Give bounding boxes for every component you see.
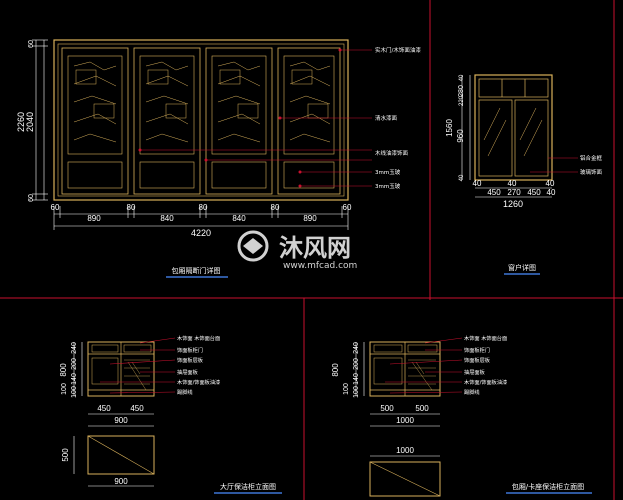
cabinet-callout: 踢脚线	[177, 388, 193, 396]
cabinet-dim: 450	[97, 404, 111, 413]
cabinet-callout: 木饰面 木饰面台面	[177, 334, 220, 342]
watermark-logo-icon	[237, 230, 269, 262]
cabinet-dim: 240	[353, 342, 360, 354]
cabinet-callout: 木饰面/饰面板油漆	[177, 378, 220, 386]
cabinet-dim: 1000	[396, 416, 414, 425]
door-dim-seg: 890	[303, 214, 317, 223]
cabinet-dim: 240	[71, 342, 78, 354]
window-elevation: 1560 960 280 40 220 40 40 40 40 450 270 …	[445, 74, 603, 275]
cabinet-plan-depth-dim: 500	[61, 448, 70, 462]
cabinet-dim: 100	[61, 383, 68, 395]
door-dim-seg: 840	[160, 214, 174, 223]
door-dim-seg: 60	[51, 203, 60, 212]
window-dim: 40	[459, 74, 465, 81]
cabinet-dim: 100	[353, 386, 360, 398]
door-outer-frame	[53, 39, 349, 201]
cabinet-dim: 100	[343, 383, 350, 395]
window-title: 窗户详图	[508, 263, 536, 272]
partition-door-elevation: 2260 2040 60 60 60 890 80 840 80 840 80 …	[16, 39, 421, 278]
cabinet-dim: 500	[415, 404, 429, 413]
cabinet-callout: 木饰面/饰面板油漆	[464, 378, 507, 386]
window-dim: 280	[458, 85, 465, 97]
hall-cabinet-elevation: 800 200 240 140 100 100 450 450 900 500 …	[59, 334, 282, 494]
door-dim-seg: 80	[271, 203, 280, 212]
door-callout-leaders	[140, 49, 372, 187]
window-dim: 40	[508, 179, 517, 188]
door-callout: 清水漆面	[375, 114, 398, 122]
door-overall-width-dim: 4220	[191, 228, 211, 238]
door-callout: 3mm玉玻	[375, 182, 401, 190]
hall-cabinet-plan	[87, 435, 155, 475]
door-top-rail-dim: 60	[28, 40, 35, 48]
door-leaf	[277, 47, 341, 195]
cabinet-callout: 抽屉面板	[177, 368, 199, 376]
cabinet-dim: 100	[71, 386, 78, 398]
window-dim: 450	[527, 188, 541, 197]
cabinet-dim: 140	[71, 373, 78, 385]
door-height-dim: 2260	[16, 112, 26, 132]
window-dim: 960	[456, 129, 465, 143]
cabinet-callout: 木饰面 木饰面台面	[464, 334, 507, 342]
window-overall-width-dim: 1260	[503, 199, 523, 209]
window-dim: 220	[459, 95, 465, 106]
cabinet-callout: 抽屉面板	[464, 368, 486, 376]
window-callout: 铝合金框	[580, 154, 603, 162]
door-dim-seg: 60	[343, 203, 352, 212]
window-dim: 1560	[445, 119, 454, 137]
door-inner-height-dim: 2040	[25, 112, 35, 132]
window-dim: 40	[459, 174, 465, 181]
door-dim-seg: 840	[232, 214, 246, 223]
window-dim: 40	[546, 179, 555, 188]
window-dim: 270	[507, 188, 521, 197]
door-callout: 实木门/木饰面油漆	[375, 46, 421, 54]
cabinet-dim: 500	[380, 404, 394, 413]
watermark: 沐风网 www.mfcad.com	[237, 230, 357, 271]
door-dim-seg: 890	[87, 214, 101, 223]
room-cabinet-title: 包厢/卡座保洁柜立面图	[512, 482, 584, 491]
room-cabinet-elevation: 800 200 240 140 100 100 500 500 1000 100…	[331, 334, 592, 497]
partition-door-title: 包厢隔断门详图	[172, 266, 221, 275]
window-dim: 450	[487, 188, 501, 197]
cabinet-dim: 800	[59, 363, 68, 377]
cabinet-dim: 800	[331, 363, 340, 377]
cabinet-dim: 450	[130, 404, 144, 413]
door-dim-seg: 80	[199, 203, 208, 212]
door-leaf	[61, 47, 129, 195]
door-bottom-rail-dim: 60	[28, 194, 35, 202]
door-leaf	[205, 47, 273, 195]
watermark-brand: 沐风网	[279, 234, 351, 262]
cabinet-callout: 饰面板柜门	[177, 346, 203, 354]
window-dim: 40	[473, 179, 482, 188]
cabinet-plan-width-dim: 900	[114, 477, 128, 486]
cabinet-plan-width-dim: 1000	[396, 446, 414, 455]
window-dim: 40	[547, 188, 556, 197]
cabinet-callout: 饰面板层板	[177, 356, 204, 364]
cabinet-dim: 900	[114, 416, 128, 425]
cabinet-dim: 200	[71, 358, 78, 370]
cabinet-dim: 140	[353, 373, 360, 385]
door-dim-seg: 80	[127, 203, 136, 212]
cabinet-callout: 踢脚线	[464, 388, 480, 396]
door-leaf	[133, 47, 201, 195]
cabinet-dim: 200	[353, 358, 360, 370]
cabinet-callout: 饰面板柜门	[464, 346, 490, 354]
room-cabinet-plan	[369, 461, 441, 497]
door-inner-frame	[57, 43, 345, 197]
window-callout: 玻璃饰面	[580, 168, 603, 176]
door-callout: 木线油漆饰面	[375, 149, 409, 157]
hall-cabinet-title: 大厅保洁柜立面图	[220, 482, 276, 491]
door-callout: 3mm玉玻	[375, 168, 401, 176]
cabinet-callout: 饰面板层板	[464, 356, 491, 364]
watermark-url: www.mfcad.com	[283, 261, 357, 271]
